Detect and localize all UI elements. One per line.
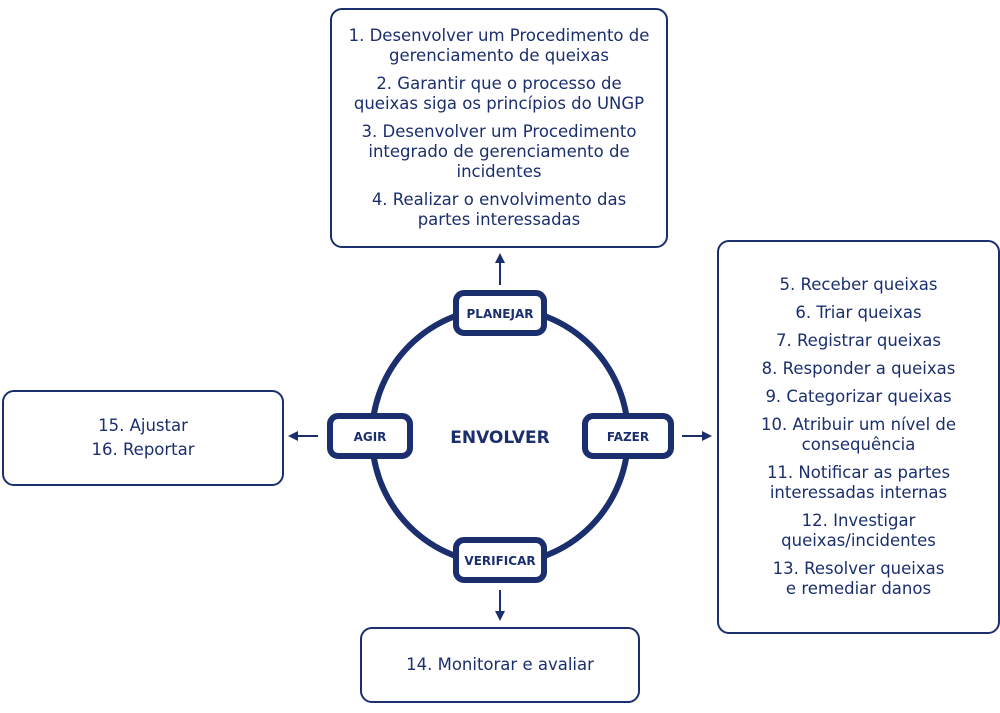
do-step-11: 11. Notificar as partes interessadas int…	[766, 463, 951, 502]
do-step-5: 5. Receber queixas	[779, 275, 938, 294]
fazer-tab: FAZER	[582, 413, 674, 459]
do-step-12: 12. Investigar queixas/incidentes	[781, 511, 936, 550]
do-step-9: 9. Categorizar queixas	[765, 387, 952, 406]
act-step-15: 15. Ajustar	[98, 416, 188, 435]
agir-label: AGIR	[354, 430, 387, 444]
plan-steps-box: 1. Desenvolver um Procedimento de gerenc…	[330, 8, 668, 248]
plan-step-2: 2. Garantir que o processo de queixas si…	[353, 74, 645, 113]
check-step-14: 14. Monitorar e avaliar	[406, 655, 594, 674]
do-step-10: 10. Atribuir um nível de consequência	[760, 415, 957, 454]
do-step-8: 8. Responder a queixas	[761, 359, 956, 378]
envolver-label: ENVOLVER	[450, 428, 550, 448]
verificar-tab: VERIFICAR	[453, 537, 547, 583]
agir-tab: AGIR	[327, 413, 413, 459]
plan-step-3: 3. Desenvolver um Procedimento integrado…	[361, 122, 637, 181]
fazer-label: FAZER	[607, 430, 649, 444]
do-step-13: 13. Resolver queixas e remediar danos	[772, 559, 945, 598]
do-step-7: 7. Registrar queixas	[775, 331, 942, 350]
planejar-tab: PLANEJAR	[453, 290, 547, 336]
check-steps-box: 14. Monitorar e avaliar	[360, 627, 640, 703]
act-step-16: 16. Reportar	[91, 440, 195, 459]
do-step-6: 6. Triar queixas	[795, 303, 922, 322]
do-steps-box: 5. Receber queixas 6. Triar queixas 7. R…	[717, 240, 1000, 634]
plan-step-1: 1. Desenvolver um Procedimento de gerenc…	[348, 26, 650, 65]
verificar-label: VERIFICAR	[464, 554, 535, 568]
plan-step-4: 4. Realizar o envolvimento das partes in…	[371, 190, 627, 229]
act-steps-box: 15. Ajustar 16. Reportar	[2, 390, 284, 486]
planejar-label: PLANEJAR	[467, 307, 534, 321]
